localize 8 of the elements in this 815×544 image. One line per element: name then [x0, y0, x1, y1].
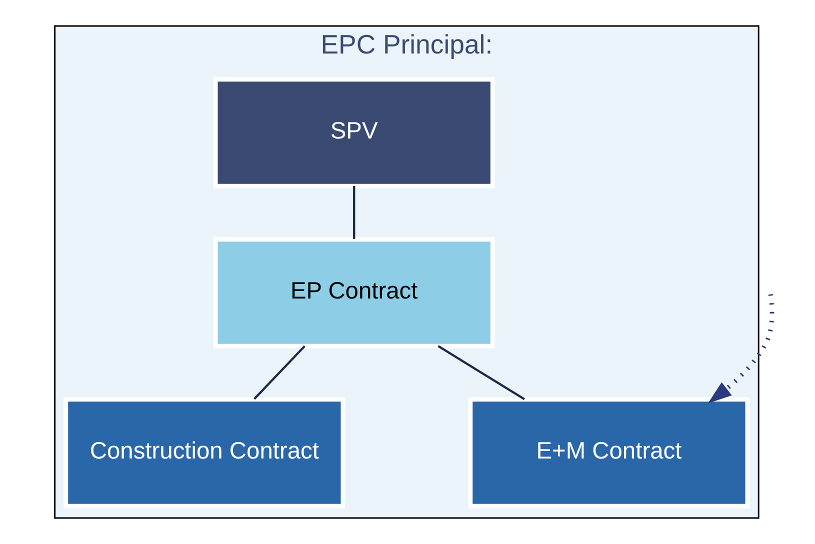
connector — [438, 345, 526, 400]
connector — [352, 186, 356, 239]
node-box: SPV — [213, 77, 495, 188]
node-box: EP Contract — [213, 237, 495, 348]
node-box: E+M Contract — [468, 397, 750, 508]
connector — [254, 345, 306, 400]
arrow — [708, 294, 774, 404]
node-box: Construction Contract — [64, 397, 346, 508]
